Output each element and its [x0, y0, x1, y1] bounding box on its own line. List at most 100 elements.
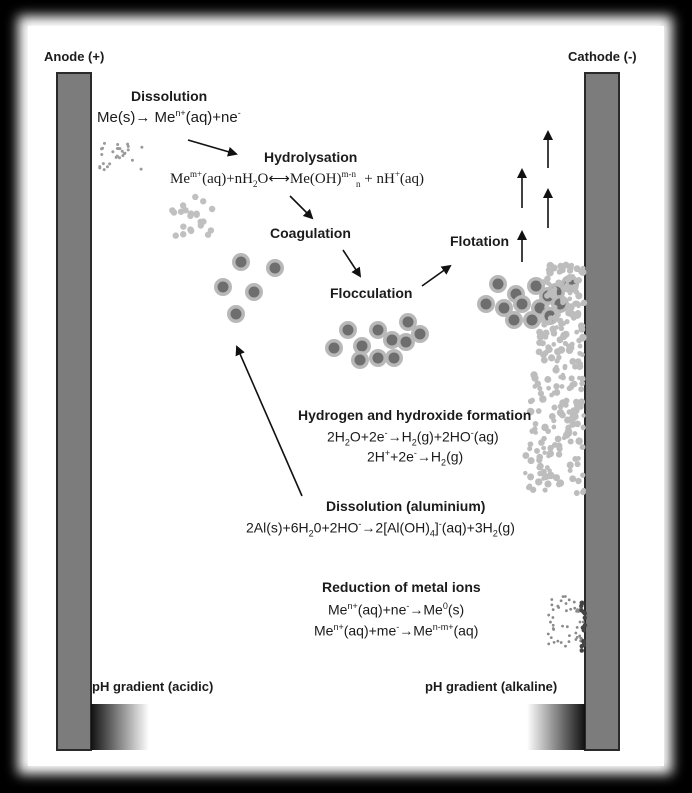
hydrogen-bubble [541, 476, 546, 481]
hydrogen-bubble [540, 356, 548, 364]
metal-deposit [580, 625, 586, 630]
hydroxide-dot [207, 227, 215, 234]
hydrogen-bubble [569, 475, 577, 483]
hydrogen-bubble [568, 375, 575, 382]
ion-dot [102, 168, 106, 172]
metal-deposit [579, 600, 584, 606]
hydrogen-bubble [554, 435, 562, 443]
reduction-dot [568, 634, 571, 638]
reduction-dot [551, 616, 555, 619]
reduction-dot [550, 598, 554, 601]
hydroxide-dot [169, 207, 176, 214]
flotation-particle-6-core [498, 302, 510, 314]
hydroxide-dot [180, 223, 187, 230]
hydrogen-bubble [579, 268, 587, 276]
hydrogen-bubble [556, 408, 565, 417]
hydrogen-bubble [555, 279, 563, 287]
hydroxide-dot [180, 231, 187, 238]
hydrogen-bubble [551, 342, 557, 347]
hydrogen-bubble [542, 329, 550, 337]
hydrogen-bubble [571, 380, 578, 388]
hydrogen-equation-1: 2H2O+2e-→H2(g)+2HO-(ag) [327, 428, 499, 448]
ion-dot [98, 166, 102, 170]
hydrogen-bubble [535, 478, 543, 486]
hydrogen-bubble [553, 309, 559, 315]
hydrogen-bubble [564, 319, 570, 325]
hydrogen-bubble [566, 264, 574, 271]
hydrogen-bubble [554, 325, 559, 330]
hydrogen-bubble [574, 461, 581, 468]
ion-dot [126, 148, 130, 152]
metal-deposit [579, 648, 585, 653]
hydrogen-bubble [527, 457, 535, 465]
hydrogen-bubble [540, 316, 546, 322]
flotation-title: Flotation [450, 233, 510, 249]
hydrogen-bubble [567, 463, 574, 469]
hydrogen-bubble [537, 390, 545, 397]
hydrolysation-equation: Mem+(aq)+nH2O⟷Me(OH)m-nn + nH+(aq) [170, 169, 425, 189]
hydrogen-bubble [579, 380, 585, 387]
flotation-particle-7-core [516, 298, 528, 310]
hydrogen-bubble [579, 375, 586, 382]
ph-acidic-label: pH gradient (acidic) [92, 679, 214, 694]
hydrogen-bubble [539, 395, 547, 403]
hydrogen-bubble [553, 389, 561, 396]
floc-particle-2-core [356, 340, 368, 352]
ion-dot [126, 144, 130, 148]
coag-particle-2-core [217, 281, 229, 293]
arrow-aluminium-to-coagulation [235, 345, 303, 497]
hydrogen-bubble [546, 385, 551, 391]
hydrogen-bubble [578, 398, 586, 406]
hydrogen-bubble [527, 473, 535, 481]
cathode-plate [584, 72, 620, 751]
hydrogen-bubble [544, 292, 551, 299]
reduction-dot [574, 631, 578, 635]
metal-deposit [581, 639, 586, 644]
hydrogen-bubble [559, 384, 565, 389]
reduction-dot [567, 640, 571, 643]
hydrogen-bubble [536, 453, 544, 461]
floc-particle-6-core [400, 336, 412, 348]
ion-dot [101, 146, 105, 150]
hydrogen-bubble [552, 304, 558, 310]
arrow-flocculation-to-flotation [421, 264, 452, 287]
hydrogen-bubble [527, 398, 534, 405]
hydrogen-bubble [527, 446, 533, 452]
hydrogen-bubble [547, 444, 554, 452]
hydrogen-bubble [541, 321, 548, 328]
arrow-coagulation-to-flocculation [342, 249, 362, 278]
hydrogen-bubble [556, 268, 563, 275]
arrow-hydrolysation-to-coagulation [289, 195, 314, 220]
ion-dot [126, 142, 130, 146]
hydrogen-bubble [544, 304, 550, 310]
hydrogen-bubble [562, 340, 569, 347]
hydrogen-bubble [555, 481, 563, 488]
aluminium-title: Dissolution (aluminium) [326, 498, 486, 514]
hydrogen-bubble [527, 441, 534, 448]
dissolution-title: Dissolution [131, 88, 208, 104]
reduction-dot [561, 595, 565, 599]
hydroxide-dot [179, 202, 187, 209]
hydrogen-bubble [580, 424, 586, 430]
hydrogen-bubble [566, 307, 573, 314]
hydrogen-bubble [568, 414, 577, 423]
coag-particle-3-core [248, 286, 260, 298]
flotation-particle-0-core [492, 278, 504, 290]
floc-particle-1-core [342, 324, 354, 336]
ion-dot [130, 158, 134, 162]
hydrogen-bubble [550, 329, 558, 337]
reduction-title: Reduction of metal ions [322, 579, 481, 595]
ph-alkaline-label: pH gradient (alkaline) [425, 679, 558, 694]
hydrogen-bubble [551, 404, 558, 411]
reduction-dot [552, 640, 556, 644]
hydrogen-bubble [575, 437, 583, 445]
particle-layer [98, 141, 588, 653]
hydrogen-bubble [536, 328, 544, 336]
reduction-dot [580, 637, 584, 641]
floc-particle-8-core [354, 354, 366, 366]
ion-dot [118, 156, 122, 160]
hydrogen-bubble [575, 277, 583, 284]
coag-particle-0-core [235, 256, 247, 268]
hydrogen-bubble [536, 464, 542, 471]
hydrogen-bubble [547, 319, 552, 325]
